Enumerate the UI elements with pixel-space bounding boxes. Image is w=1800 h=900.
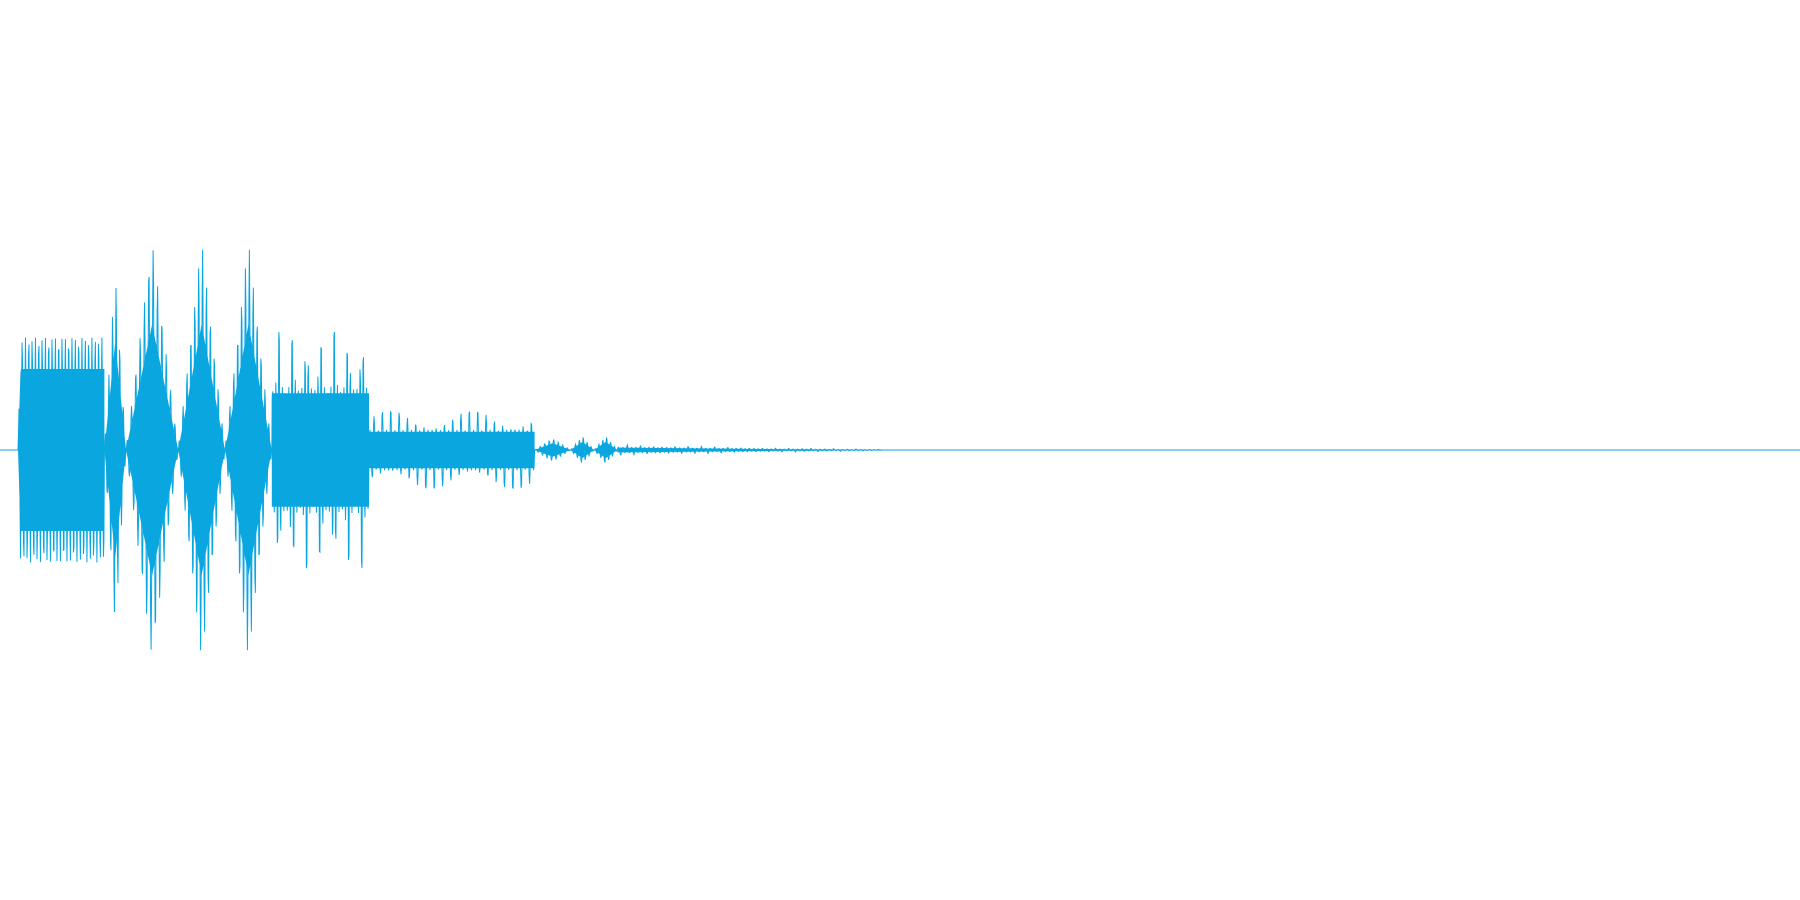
waveform-segment-4 <box>224 249 273 651</box>
waveform-segment-8 <box>570 436 595 464</box>
waveform-trace <box>17 249 883 651</box>
waveform-segment-3 <box>177 249 226 651</box>
waveform-segment-1 <box>103 287 127 613</box>
waveform-segment-6 <box>368 410 536 490</box>
waveform-segment-5 <box>271 331 370 569</box>
waveform-segment-10 <box>616 443 793 457</box>
waveform-segment-0 <box>17 337 105 563</box>
waveform-segment-7 <box>534 439 571 461</box>
waveform-segment-2 <box>125 250 179 650</box>
waveform-segment-11 <box>791 447 883 453</box>
waveform-segment-9 <box>593 436 618 464</box>
